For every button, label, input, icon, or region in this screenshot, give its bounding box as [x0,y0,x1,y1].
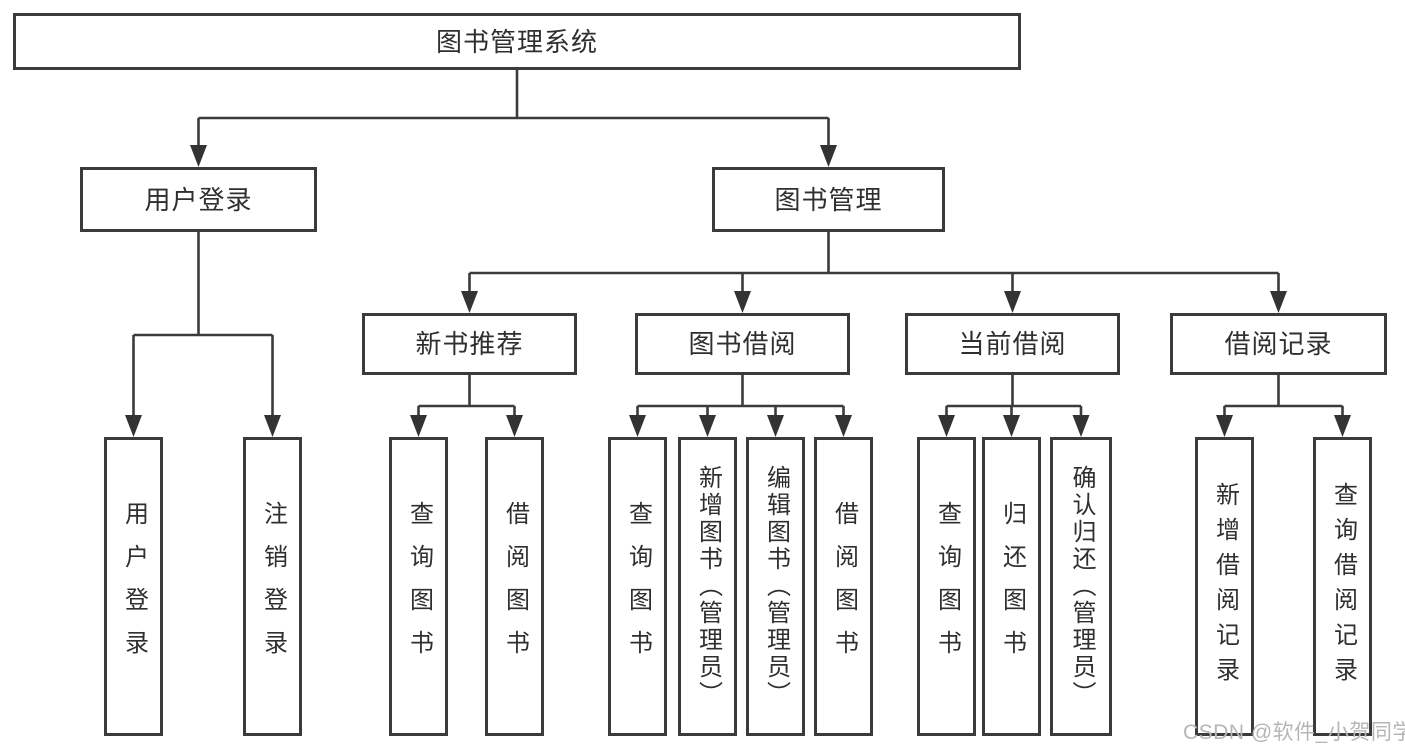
arrow-down-icon [1004,291,1021,313]
arrow-down-icon [461,291,478,313]
node-label: 查询图书 [405,500,433,673]
node-label: 当前借阅 [958,329,1067,359]
leaf-return-books: 归还图书 [982,437,1041,736]
arrow-down-icon [190,145,207,167]
arrow-down-icon [1270,291,1287,313]
node-label: 新增图书（管理员） [694,465,722,708]
node-label: 编辑图书（管理员） [762,465,790,708]
arrow-down-icon [767,415,784,437]
node-label: 用户登录 [120,500,148,673]
leaf-add-book-admin: 新增图书（管理员） [678,437,737,736]
node-label: 新书推荐 [415,329,524,359]
connector-user-login-to-leaves [125,232,281,437]
leaf-borrow-books-borrowing: 借阅图书 [814,437,873,736]
arrow-down-icon [1003,415,1020,437]
leaf-query-borrow-record: 查询借阅记录 [1313,437,1372,736]
node-book-borrowing: 图书借阅 [635,313,850,375]
node-library-management-system: 图书管理系统 [13,13,1021,70]
node-label: 注销登录 [259,500,287,673]
connector-new-book-recommendation-to-leaves [410,375,523,437]
leaf-user-login: 用户登录 [104,437,163,736]
node-borrowing-records: 借阅记录 [1170,313,1387,375]
connector-root-to-level2 [190,70,837,167]
arrow-down-icon [820,145,837,167]
leaf-logout: 注销登录 [243,437,302,736]
node-label: 用户登录 [144,184,253,215]
arrow-down-icon [506,415,523,437]
arrow-down-icon [629,415,646,437]
arrow-down-icon [125,415,142,437]
node-new-book-recommendation: 新书推荐 [362,313,577,375]
arrow-down-icon [1216,415,1233,437]
node-label: 图书管理系统 [435,26,598,57]
leaf-query-books-borrowing: 查询图书 [608,437,667,736]
connector-book-management-to-level3 [461,232,1287,313]
arrow-down-icon [1334,415,1351,437]
node-label: 借阅图书 [501,500,529,673]
node-label: 查询图书 [624,500,652,673]
node-label: 新增借阅记录 [1211,481,1239,692]
leaf-borrow-books-recommendation: 借阅图书 [485,437,544,736]
leaf-query-books-current: 查询图书 [917,437,976,736]
leaf-confirm-return-admin: 确认归还（管理员） [1050,437,1112,736]
node-user-login: 用户登录 [80,167,317,232]
node-label: 借阅记录 [1224,329,1333,359]
leaf-query-books-recommendation: 查询图书 [389,437,448,736]
csdn-watermark: CSDN @软件_小贺同学 [1183,721,1405,744]
node-label: 图书管理 [774,184,883,215]
arrow-down-icon [835,415,852,437]
connector-borrowing-records-to-leaves [1216,375,1351,437]
arrow-down-icon [1072,415,1090,437]
connector-current-borrowing-to-leaves [938,375,1090,437]
arrow-down-icon [699,415,716,437]
leaf-edit-book-admin: 编辑图书（管理员） [746,437,805,736]
arrow-down-icon [938,415,955,437]
leaf-add-borrow-record: 新增借阅记录 [1195,437,1254,736]
node-current-borrowing: 当前借阅 [905,313,1120,375]
node-book-management: 图书管理 [712,167,945,232]
arrow-down-icon [264,415,281,437]
node-label: 确认归还（管理员） [1068,465,1095,708]
node-label: 查询借阅记录 [1329,481,1357,692]
connector-book-borrowing-to-leaves [629,375,852,437]
arrow-down-icon [410,415,427,437]
node-label: 借阅图书 [830,500,858,673]
node-label: 归还图书 [998,500,1026,673]
node-label: 图书借阅 [688,329,797,359]
arrow-down-icon [734,291,751,313]
node-label: 查询图书 [933,500,961,673]
